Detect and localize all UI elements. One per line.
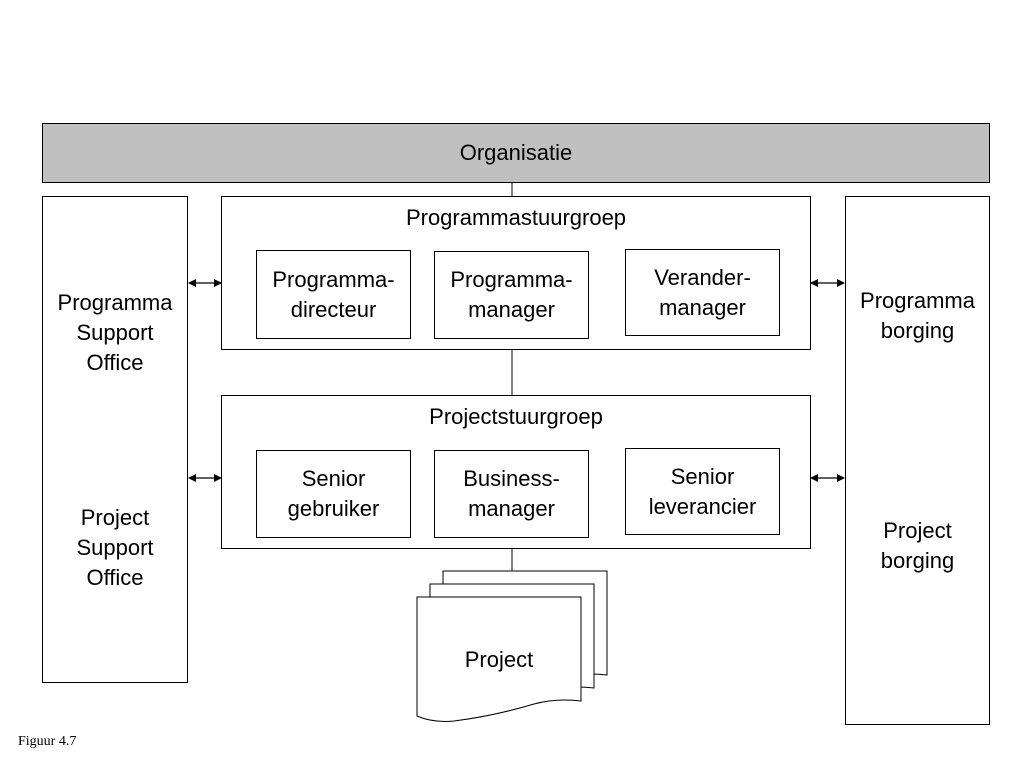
senior-leverancier-box: Senior leverancier — [625, 448, 780, 535]
verander-manager-box: Verander- manager — [625, 249, 780, 336]
programmastuurgroep-box: Programmastuurgroep Programma- directeur… — [221, 196, 811, 350]
label-line: manager — [468, 297, 555, 322]
label-line: Project — [80, 505, 150, 530]
label-line: Programma- — [450, 267, 573, 292]
label-line: Programma — [860, 288, 975, 313]
borging-panel: Programma borging Project borging — [845, 196, 990, 725]
label-line: leverancier — [648, 493, 757, 519]
programmastuurgroep-title: Programmastuurgroep — [405, 205, 627, 230]
role-label: Business- manager — [463, 464, 560, 524]
role-label: Senior gebruiker — [288, 464, 380, 524]
label-line: Verander- — [654, 264, 751, 290]
label-line: Office — [86, 350, 144, 375]
label-line: manager — [659, 294, 746, 320]
programma-borging-label: Programma borging — [846, 286, 989, 346]
label-line: Programma- — [272, 266, 395, 292]
label-line: borging — [880, 318, 955, 343]
organisation-label: Organisatie — [459, 140, 573, 165]
projectstuurgroep-box: Projectstuurgroep Senior gebruiker Busin… — [221, 395, 811, 549]
label-line: Senior — [670, 463, 735, 489]
role-label: Programma- manager — [450, 265, 572, 325]
label-line: manager — [468, 496, 555, 521]
figure-caption: Figuur 4.7 — [18, 734, 77, 749]
role-label: Senior leverancier — [649, 462, 757, 522]
label-line: Support — [76, 320, 154, 345]
senior-gebruiker-box: Senior gebruiker — [256, 450, 411, 538]
programma-support-office-label: Programma Support Office — [43, 288, 187, 378]
organisation-bar: Organisatie — [42, 123, 990, 183]
programma-manager-box: Programma- manager — [434, 251, 589, 339]
label-line: borging — [880, 548, 955, 573]
role-label: Verander- manager — [654, 263, 751, 323]
label-line: Business- — [463, 466, 560, 491]
project-support-office-label: Project Support Office — [43, 503, 187, 593]
projectstuurgroep-title: Projectstuurgroep — [429, 404, 603, 429]
support-office-panel: Programma Support Office Project Support… — [42, 196, 188, 683]
business-manager-box: Business- manager — [434, 450, 589, 538]
label-line: Programma — [57, 290, 173, 315]
label-line: Office — [86, 565, 144, 590]
label-line: Support — [76, 535, 154, 560]
label-line: Senior — [301, 466, 366, 491]
label-line: directeur — [290, 296, 377, 322]
label-line: Project — [883, 518, 952, 543]
document-page-front — [416, 596, 582, 722]
role-label: Programma- directeur — [272, 265, 394, 325]
label-line: gebruiker — [287, 496, 380, 521]
project-label: Project — [464, 647, 534, 672]
project-borging-label: Project borging — [846, 516, 989, 576]
programma-directeur-box: Programma- directeur — [256, 250, 411, 339]
